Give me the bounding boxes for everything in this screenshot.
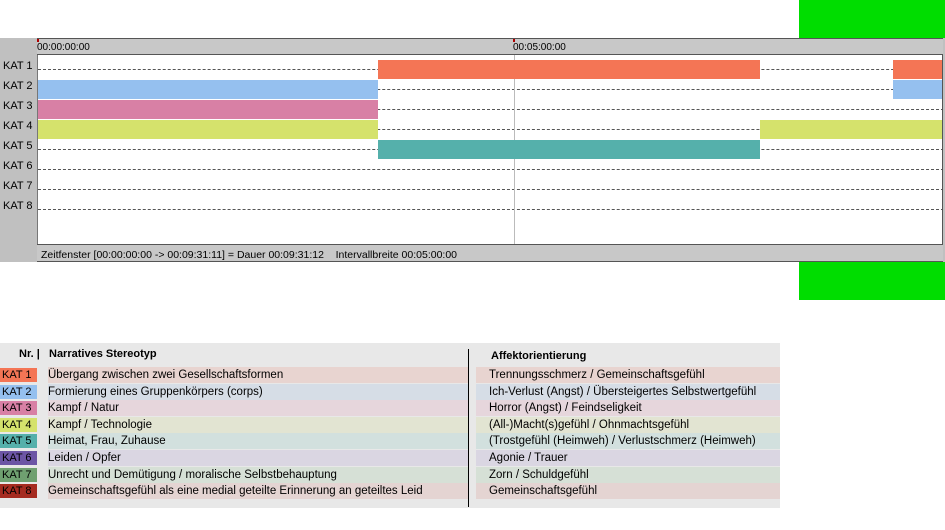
row-grid-line [38,89,942,90]
legend-affect: (Trostgefühl (Heimweh) / Verlustschmerz … [476,433,780,450]
legend-stereotype: Kampf / Technologie [48,416,468,433]
legend-row: KAT 7 Unrecht und Demütigung / moralische… [0,466,780,484]
legend-badge-kat4: KAT 4 [0,417,37,432]
header-nr: Nr. | [19,348,40,360]
row-label-kat2: KAT 2 [3,80,33,92]
legend-row: KAT 8 Gemeinschaftsgefühl als eine medial… [0,483,780,500]
row-label-kat1: KAT 1 [3,60,33,72]
row-label-kat6: KAT 6 [3,160,33,172]
segment-bar-kat4[interactable] [759,120,942,139]
legend-badge-kat3: KAT 3 [0,401,37,416]
legend-affect: Horror (Angst) / Feindseligkeit [476,400,780,417]
legend-row: KAT 2 Formierung eines Gruppenkörpers (co… [0,383,780,401]
legend-stereotype: Formierung eines Gruppenkörpers (corps) [48,383,468,400]
row-grid-line [38,189,942,190]
legend-row: KAT 4 Kampf / Technologie (All-)Macht(s)ge… [0,416,780,434]
legend-row: KAT 1 Übergang zwischen zwei Gesellschaft… [0,367,780,384]
legend-stereotype: Leiden / Opfer [48,450,468,466]
legend-row: KAT 5 Heimat, Frau, Zuhause (Trostgefühl (… [0,433,780,450]
row-label-kat7: KAT 7 [3,180,33,192]
row-grid-line [38,169,942,170]
segment-bar-kat5[interactable] [377,140,760,159]
segment-bar-kat2[interactable] [38,80,378,99]
ruler-label-start: 00:00:00:00 [37,42,90,53]
legend-stereotype: Gemeinschaftsgefühl als eine medial gete… [48,483,468,500]
timeline-row-labels: KAT 1 KAT 2 KAT 3 KAT 4 KAT 5 KAT 6 KAT … [0,38,37,262]
header-stereotype: Narratives Stereotyp [49,348,157,360]
legend-row: KAT 3 Kampf / Natur Horror (Angst) / Feind… [0,400,780,417]
row-grid-line [38,209,942,210]
status-text: Zeitfenster [00:00:00:00 -> 00:09:31:11]… [41,249,458,261]
status-bar: Zeitfenster [00:00:00:00 -> 00:09:31:11]… [37,244,943,262]
legend-badge-kat5: KAT 5 [0,434,37,449]
legend-affect: Gemeinschaftsgefühl [476,483,780,500]
legend-badge-kat7: KAT 7 [0,467,37,482]
legend-table: Nr. | Narratives Stereotyp Affektorienti… [0,343,780,508]
segment-bar-kat3[interactable] [38,100,378,119]
segment-bar-kat4[interactable] [38,120,378,139]
legend-affect: (All-)Macht(s)gefühl / Ohnmachtsgefühl [476,416,780,433]
row-label-kat3: KAT 3 [3,100,33,112]
legend-affect: Ich-Verlust (Angst) / Übersteigertes Sel… [476,383,780,400]
legend-badge-kat8: KAT 8 [0,484,37,499]
ruler-tick-start [37,39,39,42]
ruler-tick-5min [513,39,515,42]
legend-stereotype: Kampf / Natur [48,400,468,417]
segment-bar-kat2[interactable] [893,80,942,99]
row-label-kat4: KAT 4 [3,120,33,132]
legend-affect: Zorn / Schuldgefühl [476,466,780,483]
green-marker-block-top [799,0,945,39]
legend-badge-kat1: KAT 1 [0,368,37,382]
segment-bar-kat1[interactable] [893,60,942,79]
legend-stereotype: Unrecht und Demütigung / moralische Selb… [48,466,468,483]
row-label-kat5: KAT 5 [3,140,33,152]
legend-row: KAT 6 Leiden / Opfer Agonie / Trauer [0,450,780,467]
timeline-panel: KAT 1 KAT 2 KAT 3 KAT 4 KAT 5 KAT 6 KAT … [0,38,945,262]
legend-header: Nr. | Narratives Stereotyp Affektorienti… [0,343,780,367]
header-affect: Affektorientierung [491,350,587,362]
segment-bar-kat1[interactable] [377,60,760,79]
legend-badge-kat2: KAT 2 [0,384,37,399]
legend-affect: Trennungsschmerz / Gemeinschaftsgefühl [476,367,780,383]
time-ruler[interactable]: 00:00:00:00 00:05:00:00 [37,38,943,55]
timeline-plot-area[interactable] [37,55,943,244]
ruler-label-5min: 00:05:00:00 [513,42,566,53]
green-marker-block-bottom [799,262,945,300]
column-divider [468,349,469,507]
row-grid-line [38,129,942,130]
row-grid-line [38,109,942,110]
legend-stereotype: Übergang zwischen zwei Gesellschaftsform… [48,367,468,383]
row-label-kat8: KAT 8 [3,200,33,212]
legend-badge-kat6: KAT 6 [0,451,37,465]
legend-affect: Agonie / Trauer [476,450,780,466]
legend-stereotype: Heimat, Frau, Zuhause [48,433,468,450]
